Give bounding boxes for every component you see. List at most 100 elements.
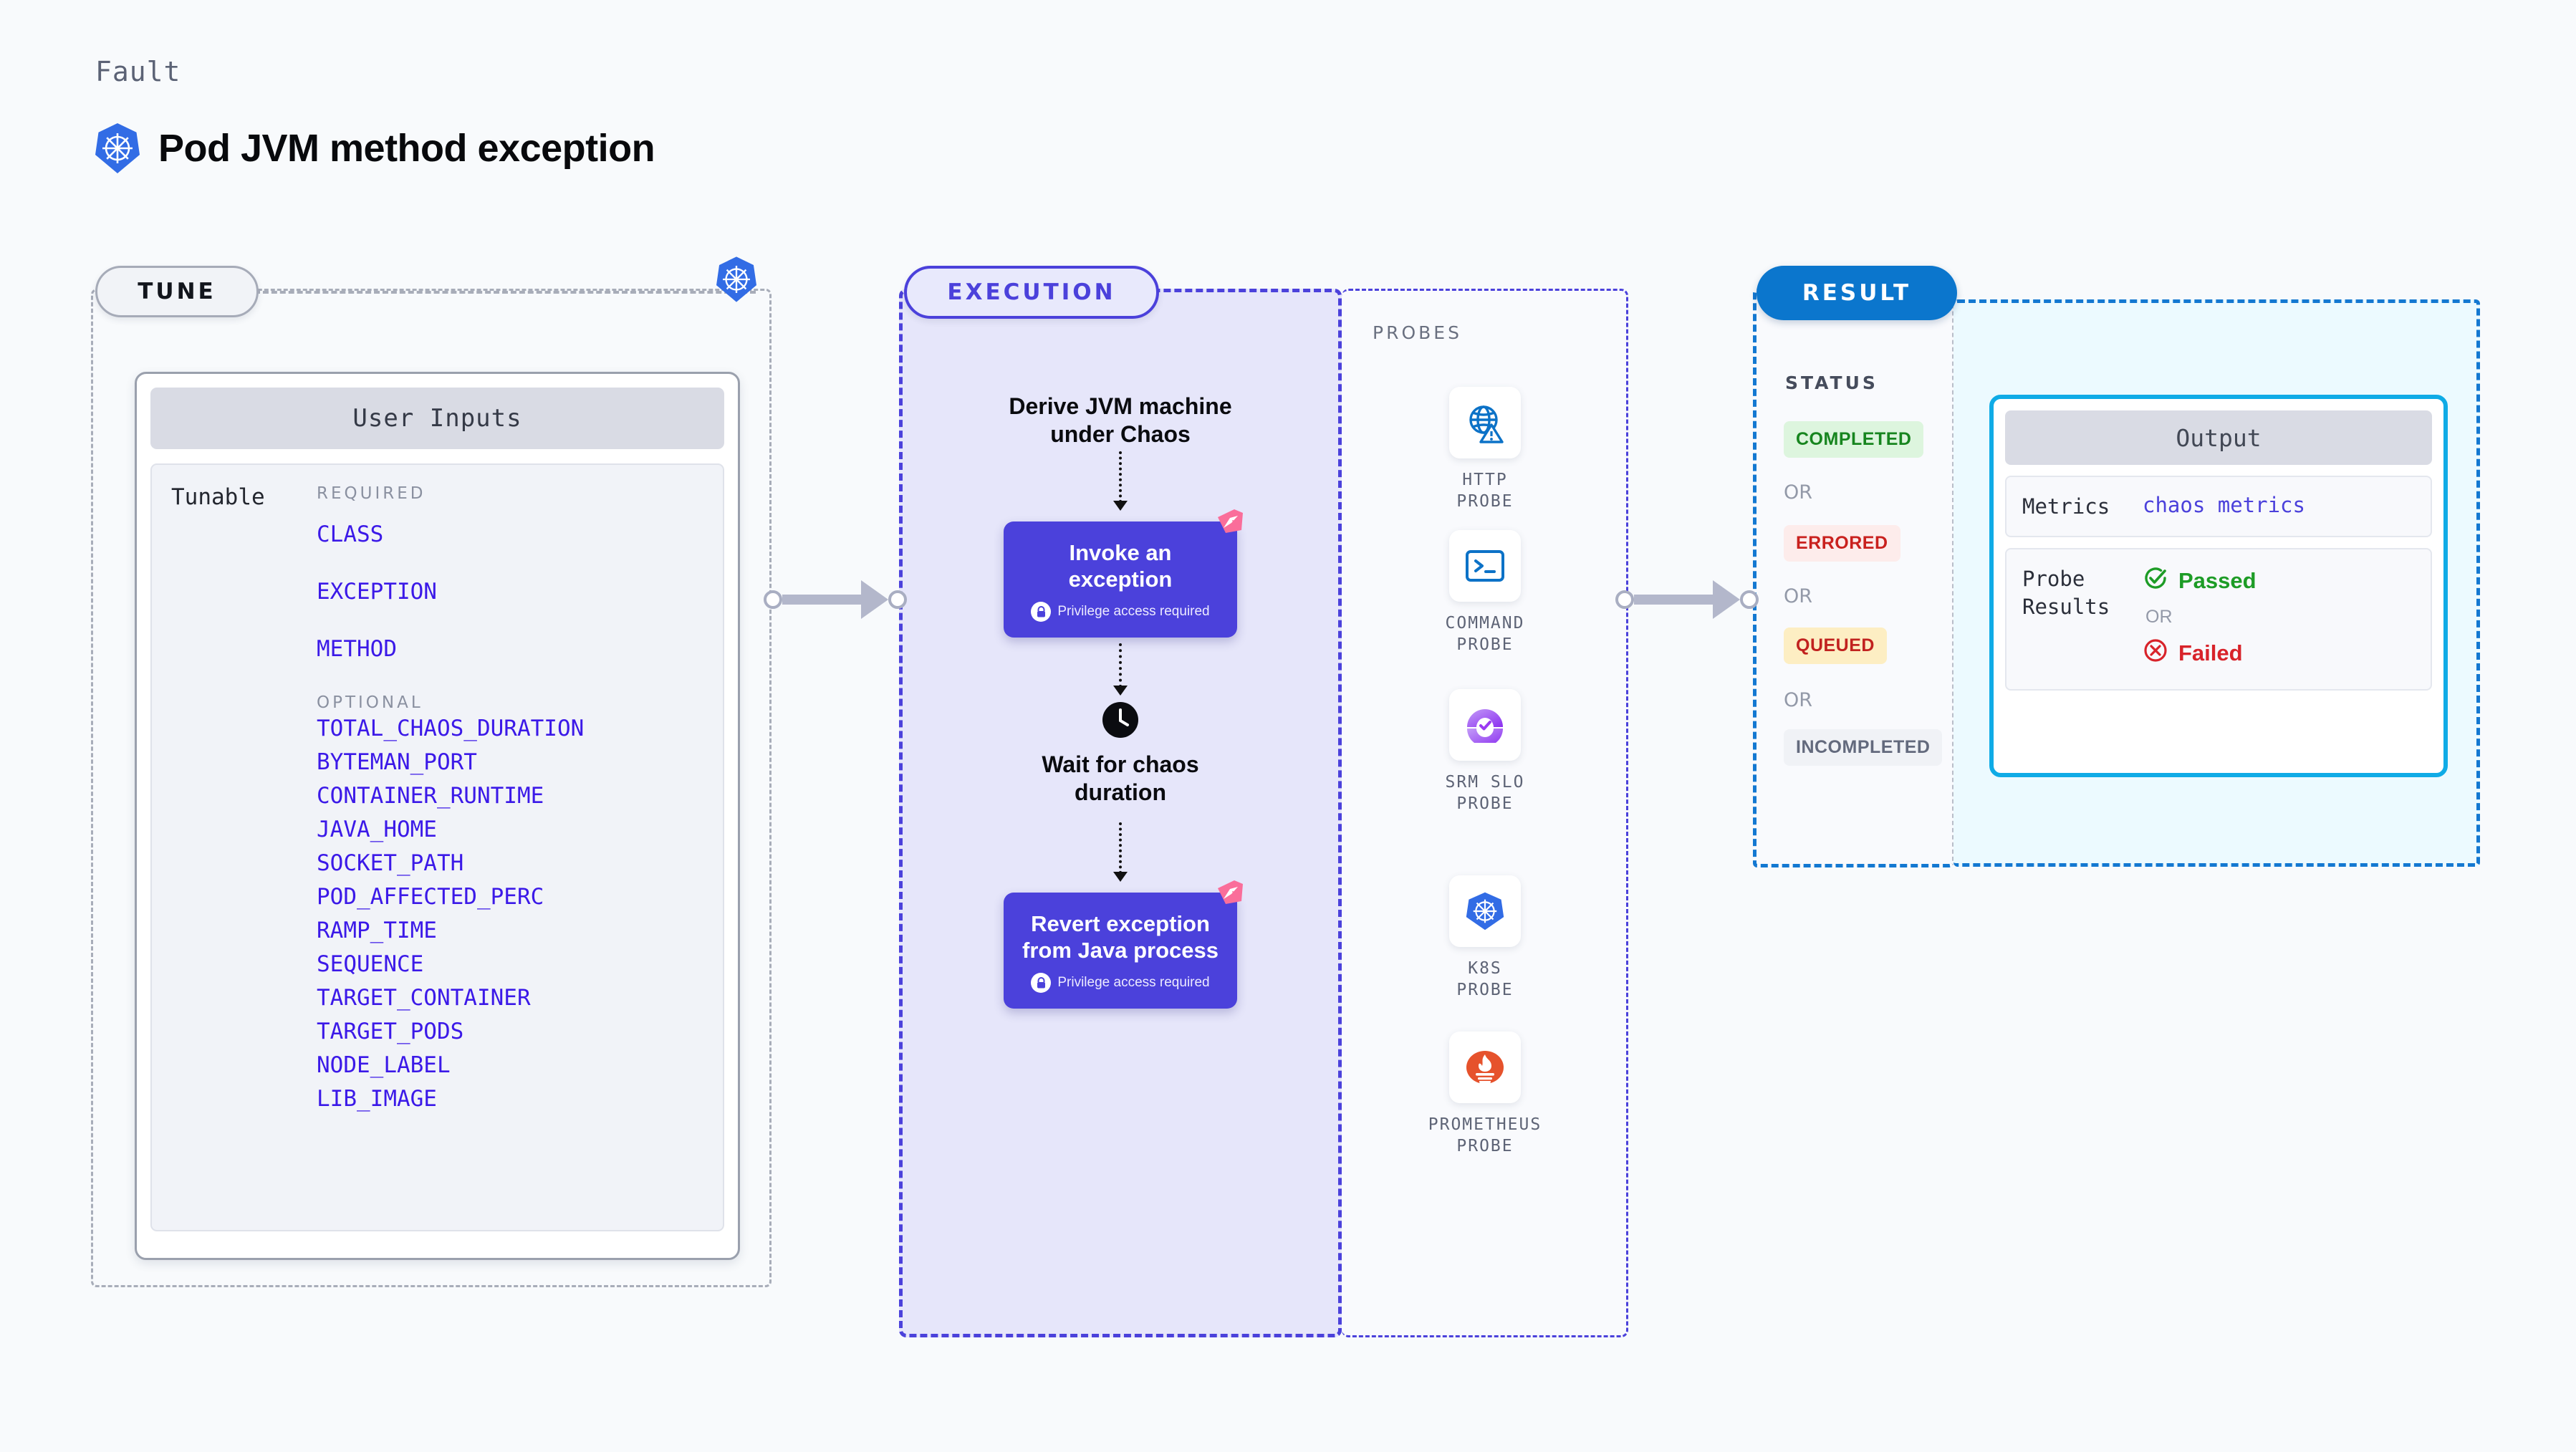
tunable-label: Tunable bbox=[171, 484, 265, 510]
page-eyebrow: Fault bbox=[95, 56, 181, 87]
kubernetes-icon bbox=[95, 123, 140, 173]
param-target-pods[interactable]: TARGET_PODS bbox=[317, 1019, 464, 1044]
probe-result-failed-label: Failed bbox=[2178, 640, 2243, 666]
x-circle-icon bbox=[2143, 638, 2168, 669]
tune-tag[interactable]: TUNE bbox=[95, 266, 259, 317]
optional-param-list: TOTAL_CHAOS_DURATION BYTEMAN_PORT CONTAI… bbox=[317, 716, 723, 1112]
param-class[interactable]: CLASS bbox=[317, 521, 384, 547]
connector-tune-to-execution bbox=[764, 580, 907, 619]
execution-tag[interactable]: EXECUTION bbox=[904, 266, 1159, 319]
connector-dot-start bbox=[764, 590, 782, 609]
probe-result-passed-label: Passed bbox=[2178, 568, 2257, 594]
probes-label: PROBES bbox=[1373, 322, 1462, 343]
kubernetes-icon bbox=[1449, 875, 1521, 947]
param-lib-image[interactable]: LIB_IMAGE bbox=[317, 1086, 437, 1112]
param-container-runtime[interactable]: CONTAINER_RUNTIME bbox=[317, 783, 544, 809]
derive-step-title: Derive JVM machine under Chaos bbox=[1009, 393, 1232, 448]
globe-warning-icon bbox=[1449, 387, 1521, 458]
lock-icon bbox=[1031, 602, 1052, 622]
result-tag[interactable]: RESULT bbox=[1756, 266, 1957, 320]
lock-icon bbox=[1031, 973, 1052, 994]
clock-icon bbox=[1102, 701, 1139, 742]
output-probe-results-row: Probe Results Passed OR bbox=[2005, 548, 2432, 691]
param-node-label[interactable]: NODE_LABEL bbox=[317, 1052, 451, 1078]
status-badge-incompleted: INCOMPLETED bbox=[1784, 729, 1943, 766]
status-or-3: OR bbox=[1784, 689, 1813, 711]
page-title: Pod JVM method exception bbox=[158, 127, 655, 170]
status-or-2: OR bbox=[1784, 585, 1813, 607]
probe-results-values: Passed OR Failed bbox=[2143, 565, 2257, 669]
connector-arrowhead bbox=[1713, 580, 1740, 619]
kubernetes-icon bbox=[716, 256, 756, 306]
invoke-exception-label: Invoke an exception bbox=[1068, 540, 1173, 592]
param-byteman-port[interactable]: BYTEMAN_PORT bbox=[317, 749, 477, 775]
metrics-key: Metrics bbox=[2022, 494, 2110, 519]
tunable-section: Tunable REQUIRED CLASS EXCEPTION METHOD … bbox=[150, 463, 724, 1231]
param-java-home[interactable]: JAVA_HOME bbox=[317, 817, 437, 842]
status-badge-queued: QUEUED bbox=[1784, 628, 1887, 664]
privilege-note-2-text: Privilege access required bbox=[1057, 975, 1210, 991]
status-or-1: OR bbox=[1784, 481, 1813, 504]
tune-panel bbox=[91, 289, 772, 1287]
required-param-list: CLASS EXCEPTION METHOD bbox=[317, 521, 723, 662]
output-title: Output bbox=[2005, 410, 2432, 465]
connector-dot-end bbox=[1740, 590, 1759, 609]
revert-exception-step[interactable]: Revert exception from Java process Privi… bbox=[1004, 880, 1243, 1009]
flow-arrow-3 bbox=[1119, 822, 1122, 874]
status-panel bbox=[1753, 289, 1953, 867]
execution-flow: Derive JVM machine under Chaos Invoke an… bbox=[899, 289, 1342, 1337]
connector-dot-start bbox=[1615, 590, 1634, 609]
invoke-exception-step[interactable]: Invoke an exception Privilege access req… bbox=[1004, 509, 1243, 638]
flow-arrow-2-head bbox=[1113, 686, 1128, 696]
connector-bar bbox=[1634, 595, 1713, 605]
privilege-note-1: Privilege access required bbox=[1017, 602, 1224, 622]
status-badge-errored: ERRORED bbox=[1784, 525, 1900, 562]
param-total-chaos-duration[interactable]: TOTAL_CHAOS_DURATION bbox=[317, 716, 585, 741]
check-circle-icon bbox=[2143, 565, 2168, 597]
probe-result-failed: Failed bbox=[2143, 638, 2257, 669]
param-method[interactable]: METHOD bbox=[317, 636, 397, 662]
probe-results-key: Probe Results bbox=[2022, 567, 2110, 619]
probes-panel bbox=[1342, 289, 1628, 1337]
prometheus-icon bbox=[1449, 1032, 1521, 1103]
privilege-note-1-text: Privilege access required bbox=[1057, 604, 1210, 620]
terminal-icon bbox=[1449, 530, 1521, 602]
output-metrics-row: Metrics chaos metrics bbox=[2005, 476, 2432, 538]
param-target-container[interactable]: TARGET_CONTAINER bbox=[317, 985, 531, 1011]
param-sequence[interactable]: SEQUENCE bbox=[317, 951, 424, 977]
param-pod-affected-perc[interactable]: POD_AFFECTED_PERC bbox=[317, 884, 544, 910]
connector-dot-end bbox=[888, 590, 907, 609]
user-inputs-card: User Inputs Tunable REQUIRED CLASS EXCEP… bbox=[135, 372, 740, 1260]
harness-badge-icon bbox=[1216, 506, 1246, 539]
probe-result-or: OR bbox=[2145, 607, 2173, 628]
flow-arrow-1 bbox=[1119, 451, 1122, 503]
srm-slo-gauge-icon bbox=[1449, 689, 1521, 761]
flow-arrow-2 bbox=[1119, 643, 1122, 688]
wait-step-title: Wait for chaos duration bbox=[1042, 751, 1199, 806]
connector-bar bbox=[782, 595, 861, 605]
connector-arrowhead bbox=[861, 580, 888, 619]
user-inputs-title: User Inputs bbox=[150, 388, 724, 449]
revert-exception-label: Revert exception from Java process bbox=[1022, 911, 1219, 963]
param-socket-path[interactable]: SOCKET_PATH bbox=[317, 850, 464, 876]
param-ramp-time[interactable]: RAMP_TIME bbox=[317, 918, 437, 943]
param-exception[interactable]: EXCEPTION bbox=[317, 579, 437, 605]
status-label: STATUS bbox=[1785, 372, 1878, 393]
metrics-value[interactable]: chaos metrics bbox=[2143, 493, 2305, 517]
optional-group-label: OPTIONAL bbox=[317, 693, 423, 712]
connector-probes-to-result bbox=[1615, 580, 1759, 619]
flow-arrow-3-head bbox=[1113, 872, 1128, 882]
status-badge-completed: COMPLETED bbox=[1784, 421, 1924, 458]
tune-connector-line bbox=[254, 291, 756, 294]
